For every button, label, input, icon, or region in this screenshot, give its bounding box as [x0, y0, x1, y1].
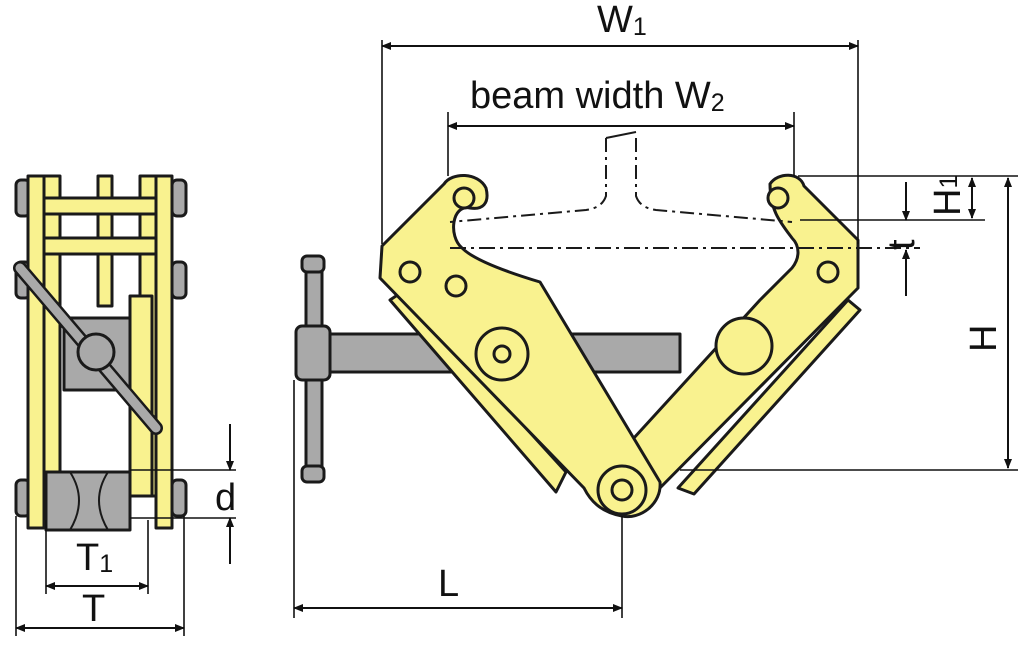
bolt-head [170, 478, 188, 518]
front-view: W1 beam width W2 H1 t H L [293, 0, 1018, 618]
outer-plate-right [154, 174, 174, 530]
right-jaw-rear-plate [676, 298, 862, 496]
screw-boss [714, 316, 774, 376]
beam-flange-right [635, 138, 793, 223]
screw-end-cap [294, 324, 332, 382]
pivot-pin-center [610, 478, 634, 502]
label-t1: T1 [76, 537, 113, 579]
label-d: d [215, 477, 236, 519]
label-w1: W1 [597, 0, 647, 41]
pin-roller [44, 470, 132, 532]
beam-flange-left [449, 138, 607, 223]
label-h: H [963, 325, 1005, 352]
label-w2: beam width W2 [470, 75, 725, 117]
inner-plate [42, 174, 62, 498]
side-view: d T1 T [13, 174, 236, 636]
bolt-head [170, 260, 188, 300]
cross-member [42, 236, 158, 256]
jaw-tip-hole-right [766, 186, 790, 210]
bolt-hole [816, 260, 840, 284]
screw-boss-center [492, 344, 512, 364]
bolt-hole [444, 274, 468, 298]
outer-plate-left [26, 174, 46, 530]
roller-contour [69, 471, 109, 531]
bolt-head [170, 178, 188, 218]
beam-web-break [605, 131, 637, 139]
label-t-flange: t [881, 239, 923, 250]
label-h1: H1 [927, 175, 969, 216]
cross-member [42, 196, 158, 216]
jaw-tip-hole-left [452, 186, 476, 210]
label-l: L [438, 563, 459, 605]
label-t: T [82, 588, 105, 630]
tommy-bar-knob-bottom [300, 464, 326, 484]
bolt-hole [398, 260, 422, 284]
tommy-bar-knob-top [300, 254, 326, 274]
screw-knob [76, 332, 116, 372]
